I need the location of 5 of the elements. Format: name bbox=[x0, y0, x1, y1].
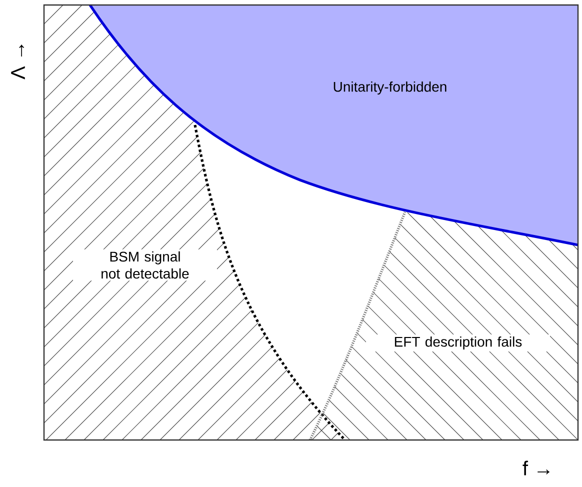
shaded-region: Unitarity-forbidden bbox=[88, 4, 578, 246]
node-label: EFT description fails bbox=[394, 336, 522, 350]
axis-label: Λ → bbox=[11, 44, 25, 80]
node-label: BSM signal not detectable bbox=[102, 251, 189, 279]
axis-label: f → bbox=[522, 460, 550, 476]
